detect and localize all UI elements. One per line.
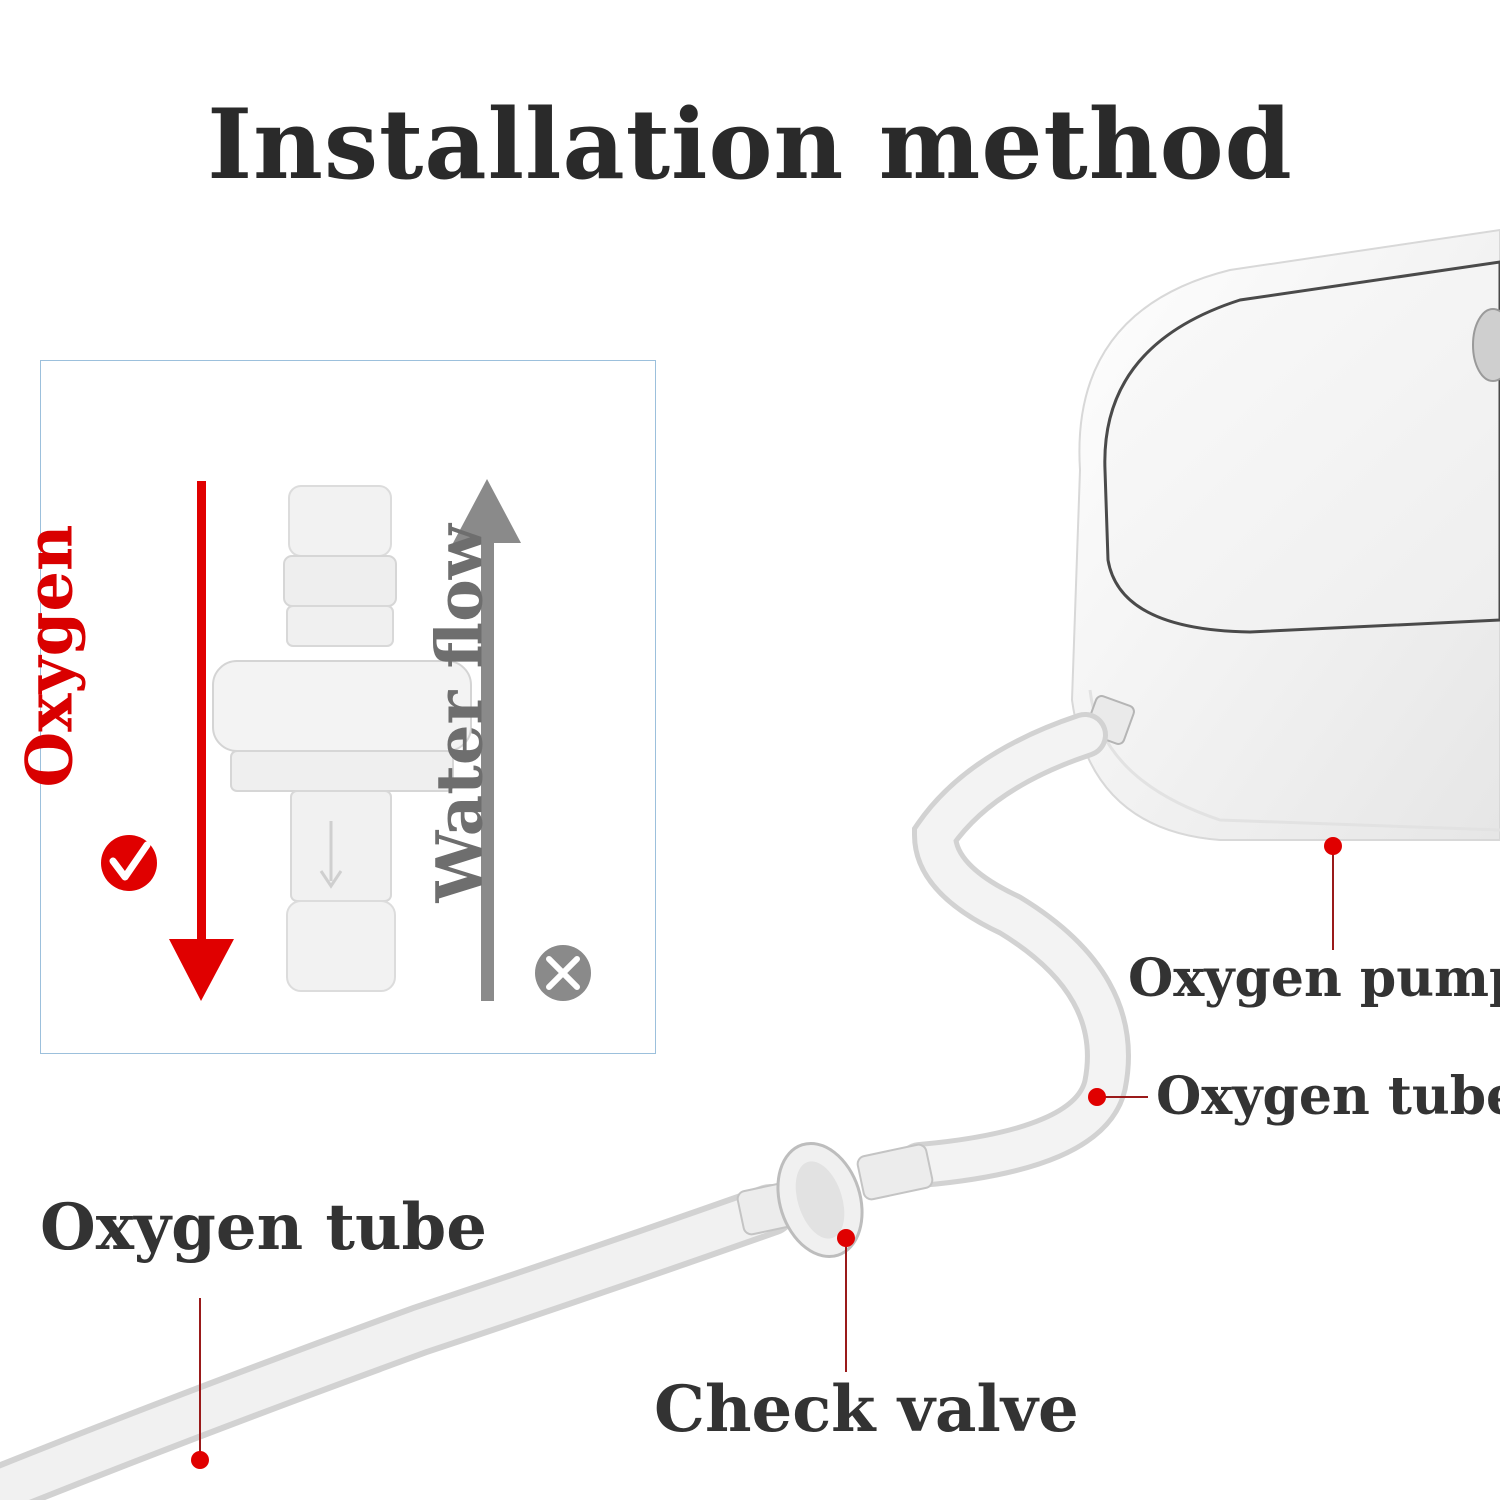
callout-markers xyxy=(191,837,1342,1469)
flow-direction-inset xyxy=(40,360,656,1054)
water-up-arrow xyxy=(453,479,521,1001)
oxygen-tube-label-right: Oxygen tube xyxy=(1156,1066,1500,1127)
oxygen-down-arrow xyxy=(169,481,234,1001)
oxygen-tubing xyxy=(0,712,1131,1500)
check-valve xyxy=(736,1141,934,1259)
oxygen-pump xyxy=(1070,228,1500,841)
pump-knob xyxy=(1472,308,1500,382)
pump-marker-dot xyxy=(1324,837,1342,855)
oxygen-tube-label-left: Oxygen tube xyxy=(40,1190,487,1265)
page-title: Installation method xyxy=(207,88,1293,201)
check-circle-icon xyxy=(101,835,157,891)
water-flow-direction-label: Water flow xyxy=(422,524,498,903)
oxygen-pump-label: Oxygen pump xyxy=(1128,948,1500,1009)
tube-right-marker-dot xyxy=(1088,1088,1106,1106)
inset-graphics xyxy=(101,479,591,1001)
check-valve-part xyxy=(212,485,472,992)
x-circle-icon xyxy=(535,945,591,1001)
check-valve-label: Check valve xyxy=(654,1372,1079,1447)
tube-left-marker-dot xyxy=(191,1451,209,1469)
oxygen-direction-label: Oxygen xyxy=(12,524,88,788)
valve-marker-dot xyxy=(837,1229,855,1247)
